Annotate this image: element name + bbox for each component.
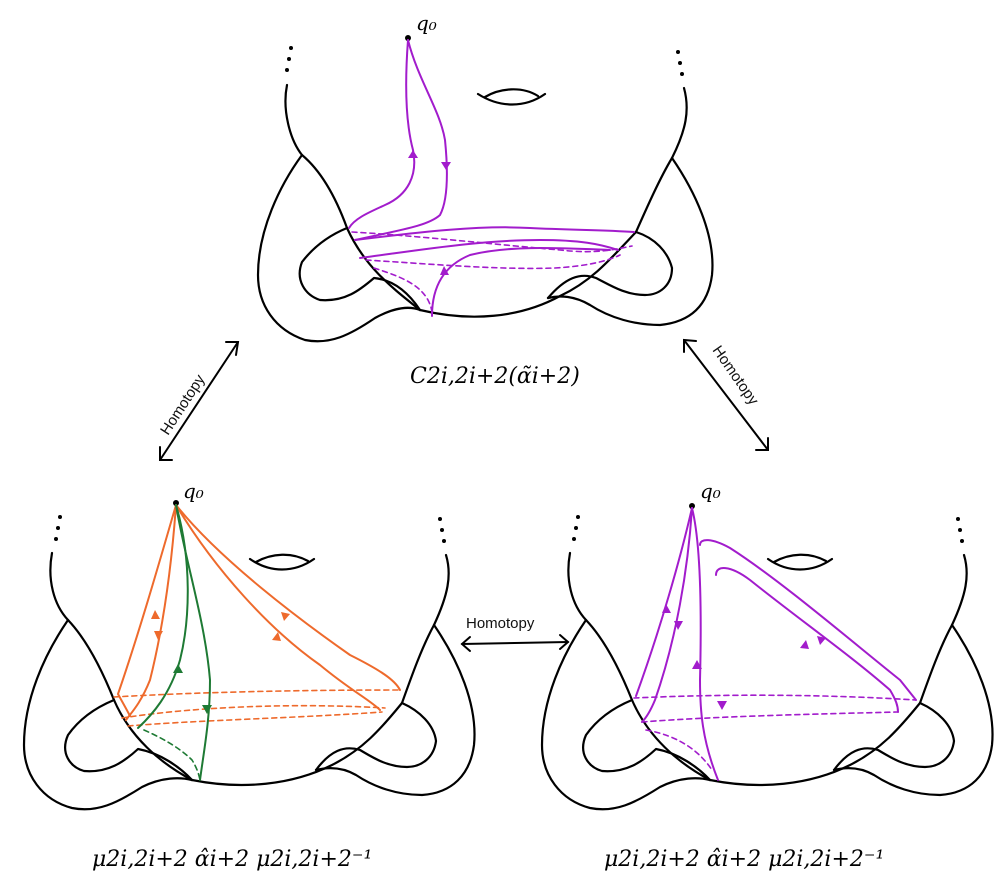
bottom-right-surface-outline [540, 515, 994, 811]
bottom-right-base-point-label: q₀ [700, 479, 721, 503]
top-caption: C2i,2i+2(α̃i+2) [410, 364, 580, 389]
homotopy-arrow-left: Homotopy [157, 341, 240, 461]
bottom-left-curves [113, 500, 401, 781]
bottom-left-base-point [173, 500, 179, 506]
homotopy-arrow-middle: Homotopy [460, 615, 570, 652]
top-purple-curve [348, 35, 635, 317]
bottom-left-base-point-label: q₀ [183, 479, 204, 503]
homotopy-label-middle: Homotopy [466, 615, 535, 632]
bottom-right-caption: μ2i,2i+2 α̂i+2 μ2i,2i+2⁻¹ [604, 847, 884, 872]
homotopy-label-right: Homotopy [709, 343, 762, 409]
top-surface-panel: q₀ C2i,2i+2(α̃i+2) [256, 11, 714, 389]
homotopy-label-left: Homotopy [157, 371, 209, 438]
homotopy-arrow-right: Homotopy [683, 338, 769, 451]
bottom-left-surface-panel: q₀ μ2i,2i+2 α̂i+2 μ2i,2i+2⁻¹ [22, 479, 476, 872]
top-base-point [405, 35, 411, 41]
bottom-right-purple-curves [633, 503, 917, 781]
top-surface-outline [256, 46, 714, 343]
bottom-right-surface-panel: q₀ μ2i,2i+2 α̂i+2 μ2i,2i+2⁻¹ [540, 479, 994, 872]
bottom-left-surface-outline [22, 515, 476, 811]
top-base-point-label: q₀ [416, 11, 437, 35]
bottom-left-caption: μ2i,2i+2 α̂i+2 μ2i,2i+2⁻¹ [92, 847, 372, 872]
bottom-right-base-point [689, 503, 695, 509]
